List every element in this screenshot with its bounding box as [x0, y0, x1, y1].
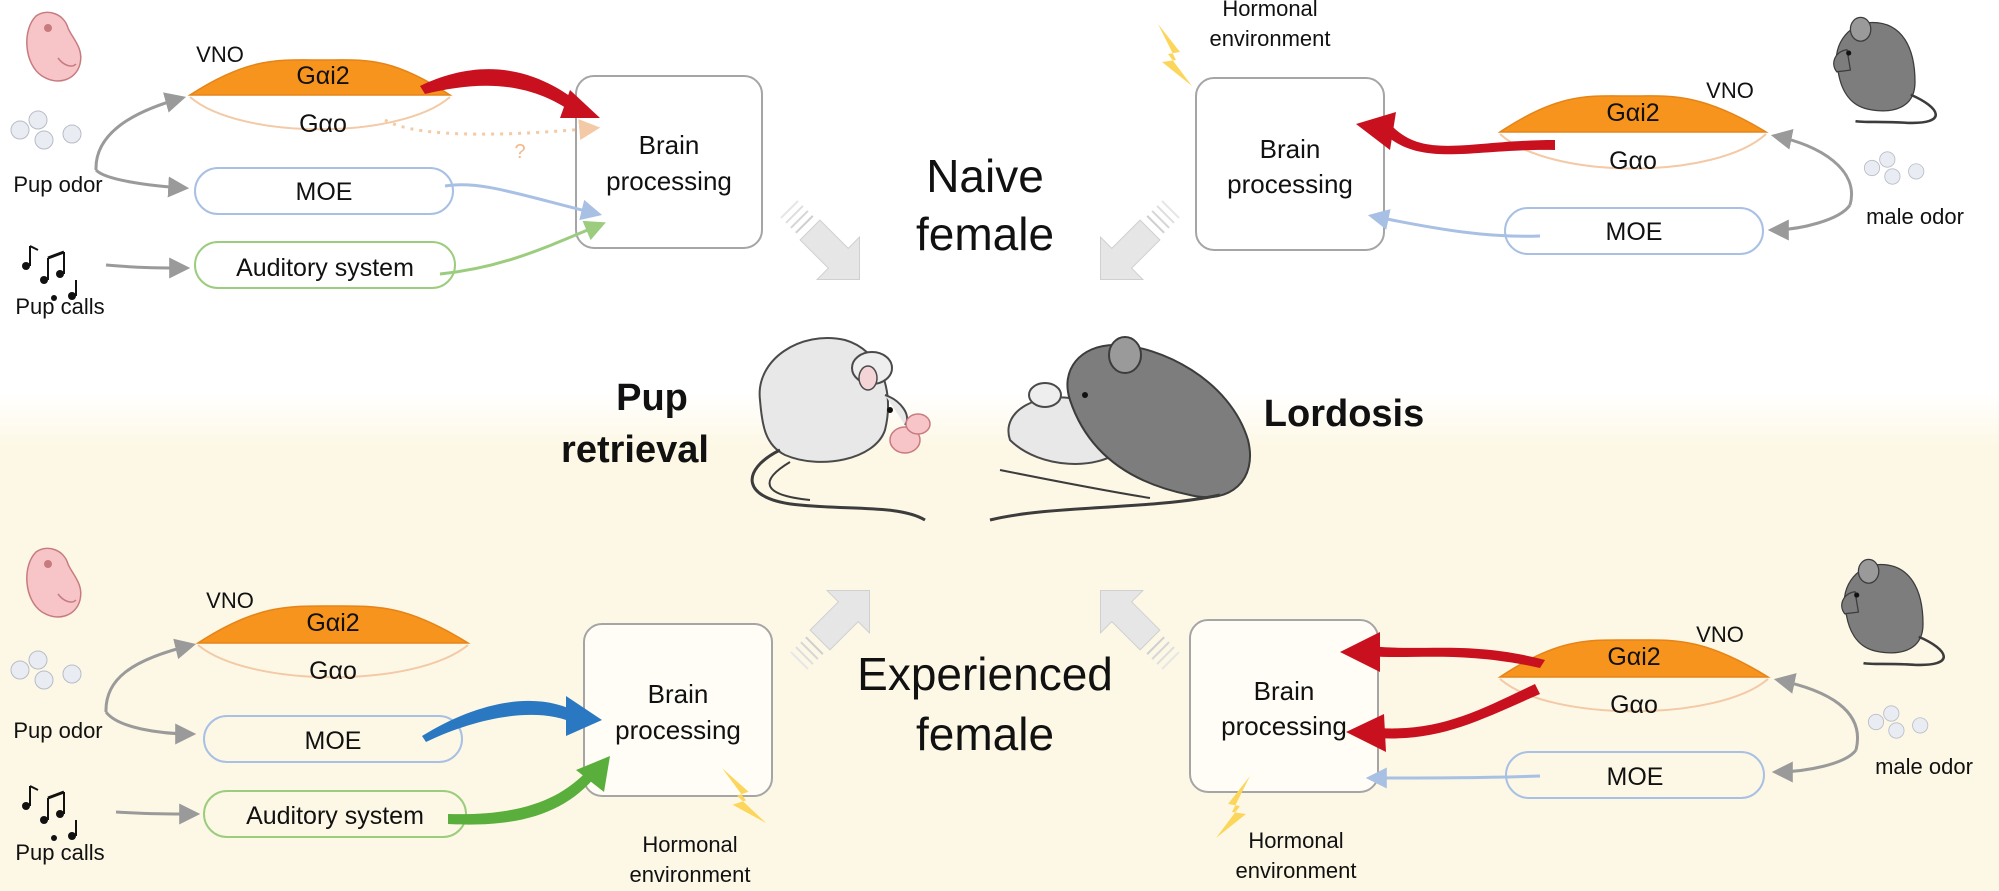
gao-shape — [197, 644, 469, 679]
auditory-label: Auditory system — [246, 802, 424, 830]
red-arrow-head — [1356, 112, 1396, 150]
gai2-label: Gαi2 — [1606, 99, 1659, 127]
gray-arrow — [1773, 673, 1859, 751]
dotted-arrow — [384, 118, 601, 140]
gray-arrow — [115, 803, 201, 825]
red-arrow-head — [1346, 714, 1386, 752]
hormonal-label-line2: environment — [1235, 858, 1356, 883]
gray-arrow — [104, 638, 197, 713]
gai2-label: Gαi2 — [296, 62, 349, 90]
gray-arrow — [94, 168, 190, 198]
question-mark: ? — [514, 141, 525, 163]
experienced-label-line2: female — [916, 708, 1054, 760]
gao-label: Gαo — [1609, 147, 1657, 175]
red-arrow-head — [560, 90, 600, 118]
brain-processing-box — [1195, 77, 1385, 251]
hormonal-label-line1: Hormonal — [1248, 828, 1343, 853]
brain-label-line1: Brain — [1260, 134, 1321, 164]
blue-arrow — [1365, 767, 1541, 789]
blue-arrow — [444, 183, 603, 221]
female-mouse-with-pups-icon — [750, 337, 931, 522]
gao-label: Gαo — [1610, 691, 1658, 719]
vno-label: VNO — [206, 588, 254, 613]
male-odor-label: male odor — [1866, 204, 1964, 229]
gray-arrow — [1770, 129, 1853, 206]
auditory-shape — [203, 790, 467, 838]
red-arrow — [1376, 684, 1540, 739]
brain-label-line2: processing — [1227, 169, 1353, 199]
moe-shape — [1505, 751, 1765, 799]
male-odor-label: male odor — [1875, 754, 1973, 779]
brain-processing-box — [583, 623, 773, 797]
experienced-label-line1: Experienced — [857, 648, 1113, 700]
auditory-shape — [194, 241, 456, 289]
auditory-label: Auditory system — [236, 254, 414, 282]
brain-label-line2: processing — [1221, 711, 1347, 741]
gai2-shape — [1497, 95, 1769, 133]
moe-label: MOE — [1607, 763, 1664, 791]
lordosis-label: Lordosis — [1264, 393, 1424, 435]
gai2-shape — [1497, 639, 1771, 678]
gai2-shape — [187, 59, 453, 96]
gao-label: Gαo — [299, 110, 347, 138]
gao-label: Gαo — [309, 657, 357, 685]
pup-calls-label: Pup calls — [15, 294, 104, 319]
naive-label-line1: Naive — [926, 150, 1044, 202]
red-arrow — [1370, 646, 1545, 668]
naive-male-panel: Hormonal environment Brain processing VN… — [1158, 0, 1964, 255]
gray-arrow — [1767, 204, 1852, 241]
pup-retrieval-label-line1: Pup — [616, 377, 688, 419]
vno-label: VNO — [1706, 78, 1754, 103]
naive-label-line2: female — [916, 208, 1054, 260]
green-arrow — [439, 220, 606, 276]
naive-pup-panel: Pup odor Pup calls VNO Gαi2 Gαo MOE Audi… — [10, 11, 763, 319]
experienced-pup-panel: Pup odor Pup calls VNO Gαi2 Gαo MOE Audi… — [10, 547, 773, 887]
gray-arrow — [94, 92, 187, 171]
gray-arrow — [105, 257, 191, 279]
red-arrow-head — [1340, 632, 1380, 672]
brain-label-line1: Brain — [639, 130, 700, 160]
hormonal-label-line2: environment — [1209, 26, 1330, 51]
blue-arrow — [1367, 209, 1541, 238]
gai2-shape — [195, 605, 471, 644]
moe-shape — [194, 167, 454, 215]
pup-retrieval-label-line2: retrieval — [561, 429, 709, 471]
blue-arrow-head — [566, 696, 602, 736]
moe-shape — [203, 715, 463, 763]
moe-label: MOE — [296, 178, 353, 206]
vno-label: VNO — [1696, 622, 1744, 647]
hormonal-label-line1: Hormonal — [1222, 0, 1317, 21]
red-arrow — [1380, 126, 1555, 155]
brain-label-line1: Brain — [648, 679, 709, 709]
red-arrow — [420, 69, 590, 118]
pup-odor-label: Pup odor — [13, 718, 102, 743]
brain-label-line2: processing — [615, 715, 741, 745]
center-labels: Naive female Experienced female Pup retr… — [561, 150, 1424, 760]
gai2-label: Gαi2 — [306, 609, 359, 637]
brain-label-line1: Brain — [1254, 676, 1315, 706]
pup-calls-label: Pup calls — [15, 840, 104, 865]
brain-label-line2: processing — [606, 166, 732, 196]
pup-odor-label: Pup odor — [13, 172, 102, 197]
brain-processing-box — [1189, 619, 1379, 793]
moe-label: MOE — [1606, 218, 1663, 246]
mating-mice-icon — [989, 336, 1251, 522]
hormonal-label-line2: environment — [629, 862, 750, 887]
experienced-male-panel: Brain processing Hormonal environment VN… — [1189, 558, 1973, 883]
gray-arrow — [1771, 749, 1858, 783]
gai2-label: Gαi2 — [1607, 643, 1660, 671]
gray-arrow — [104, 710, 197, 745]
blue-arrow — [422, 700, 580, 742]
hormonal-label-line1: Hormonal — [642, 832, 737, 857]
vno-label: VNO — [196, 42, 244, 67]
brain-processing-box — [575, 75, 763, 249]
moe-shape — [1504, 207, 1764, 255]
green-arrow-head — [576, 756, 610, 792]
green-arrow — [448, 770, 596, 825]
moe-label: MOE — [305, 727, 362, 755]
gao-shape — [189, 96, 451, 131]
